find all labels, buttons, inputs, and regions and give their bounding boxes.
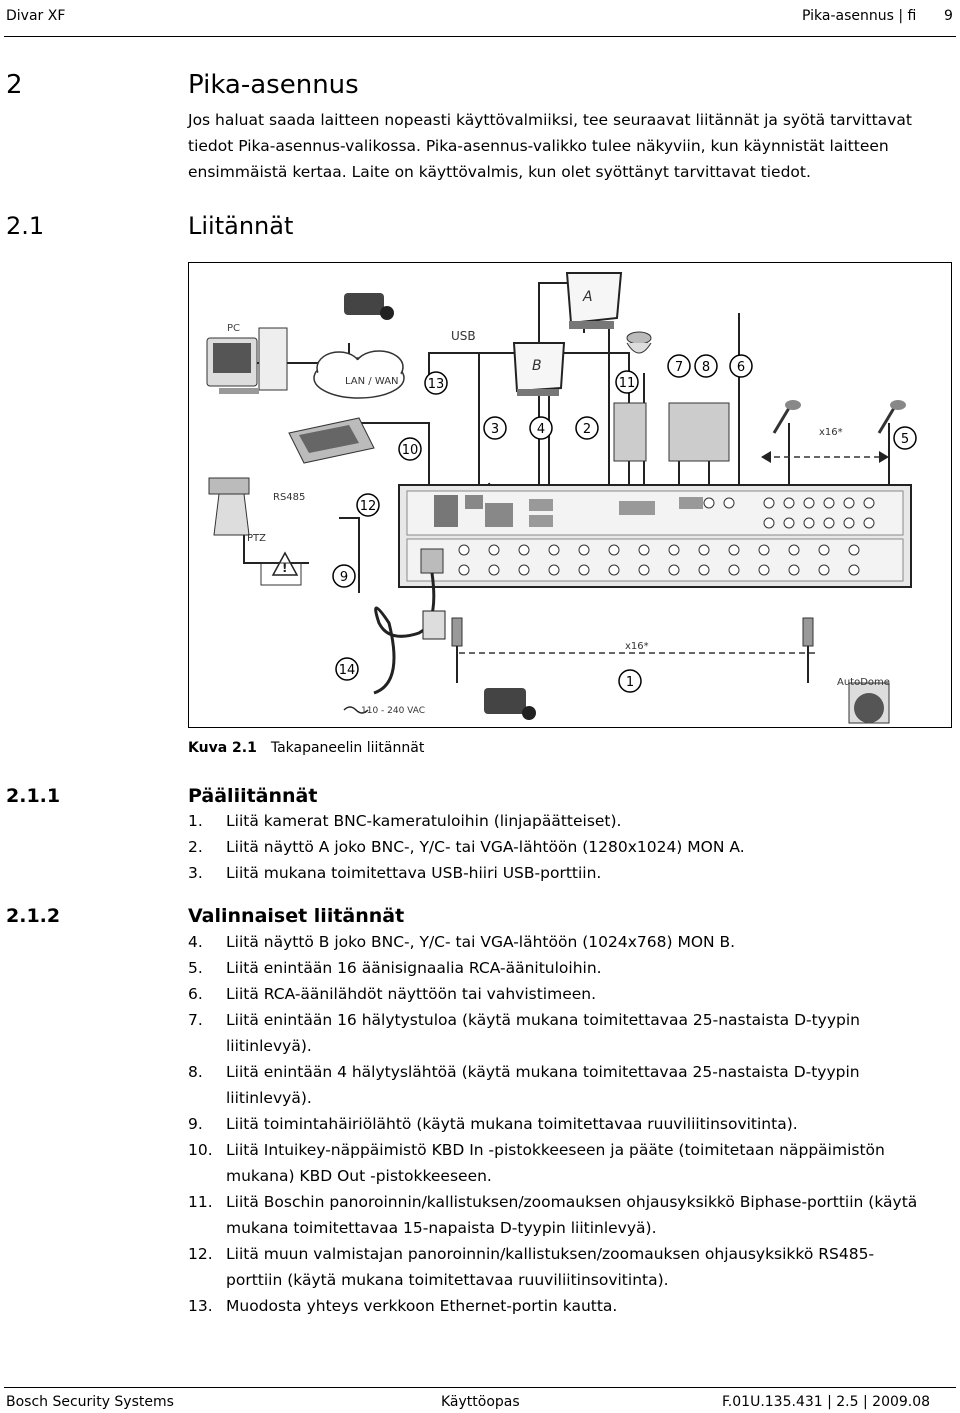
list-item: 11.Liitä Boschin panoroinnin/kallistukse… [188,1193,918,1237]
header-title: Divar XF [6,8,66,24]
page-number: 9 [944,8,953,24]
svg-text:11: 11 [619,376,636,391]
list-item: 4.Liitä näyttö B joko BNC-, Y/C- tai VGA… [188,933,736,951]
svg-text:9: 9 [340,570,348,585]
callout-12: 12 [356,493,380,517]
list-item: 7.Liitä enintään 16 hälytystuloa (käytä … [188,1011,860,1055]
callout-11: 11 [615,370,639,394]
callout-4: 4 [529,416,553,440]
section-number: 2 [6,70,23,100]
bnc-connector-icon-1 [451,617,463,647]
callout-6: 6 [729,354,753,378]
callout-10: 10 [398,437,422,461]
subsection-title: Liitännät [188,212,294,240]
monitor-b-label: B [532,358,542,374]
list-item: 9.Liitä toimintahäiriölähtö (käytä mukan… [188,1115,798,1133]
bnc-connector-icon-2 [802,617,814,647]
footer-document: Käyttöopas [441,1394,520,1410]
footer-rule [4,1387,956,1388]
list-item: 6.Liitä RCA-äänilähdöt näyttöön tai vahv… [188,985,597,1003]
usb-label: USB [451,329,476,343]
monitor-a-label: A [582,289,593,305]
list-item: 12.Liitä muun valmistajan panoroinnin/ka… [188,1245,875,1289]
section-intro: Jos haluat saada laitteen nopeasti käytt… [188,111,912,181]
optional-connections-number: 2.1.2 [6,905,61,927]
svg-text:!: ! [282,561,287,575]
pc-icon [206,327,288,394]
dvr-back-panel [398,484,912,588]
figure-caption-text: Takapaneelin liitännät [270,740,425,756]
callout-8: 8 [694,354,718,378]
section-title: Pika-asennus [188,70,359,100]
list-item: 8.Liitä enintään 4 hälytyslähtöä (käytä … [188,1063,860,1107]
svg-text:2: 2 [583,422,591,437]
diagram-svg: PC LAN / WAN USB A B [206,272,917,724]
keyboard-icon [288,417,375,464]
list-item: 5.Liitä enintään 16 äänisignaalia RCA-ää… [188,959,602,977]
connection-diagram: PC LAN / WAN USB A B [188,262,952,728]
biphase-terminal-icon [613,402,647,462]
svg-text:3: 3 [491,422,499,437]
optional-connections-list: 4.Liitä näyttö B joko BNC-, Y/C- tai VGA… [188,929,928,1319]
svg-text:5: 5 [901,432,909,447]
alarm-terminal-icon [668,402,730,462]
microphone-icon-2 [877,400,906,434]
power-cord-icon [373,572,446,695]
svg-text:13: 13 [428,377,445,392]
callout-1: 1 [618,669,642,693]
callout-9: 9 [332,564,356,588]
x16-top-label: x16* [819,427,843,438]
svg-text:14: 14 [339,663,356,678]
camera-bottom-icon [484,688,536,720]
ptz-label: PTZ [247,533,266,544]
main-connections-number: 2.1.1 [6,785,61,807]
svg-text:6: 6 [737,360,745,375]
callout-7: 7 [667,354,691,378]
svg-text:8: 8 [702,360,710,375]
autodome-label: AutoDome [837,677,890,688]
lan-label: LAN / WAN [345,376,399,387]
pc-label: PC [227,323,240,334]
camera-top-icon [344,293,394,320]
header-section: Pika-asennus | fi [802,8,917,24]
callout-13: 13 [424,371,448,395]
figure-caption-label: Kuva 2.1 [188,740,257,756]
header-rule [4,36,956,37]
list-item: 2.Liitä näyttö A joko BNC-, Y/C- tai VGA… [188,838,745,856]
x16-bottom-label: x16* [625,641,649,652]
lan-cloud-icon [313,350,405,399]
svg-text:12: 12 [360,499,377,514]
list-item: 13.Muodosta yhteys verkkoon Ethernet-por… [188,1297,618,1315]
warning-icon: ! [260,551,302,586]
rs485-label: RS485 [273,492,305,503]
dome-camera-icon [626,331,652,354]
svg-text:1: 1 [626,675,634,690]
autodome-icon [848,682,890,724]
main-connections-list: 1.Liitä kamerat BNC-kameratuloihin (linj… [188,808,928,886]
footer-doc-id: F.01U.135.431 | 2.5 | 2009.08 [722,1394,931,1410]
footer-company: Bosch Security Systems [6,1394,174,1410]
figure-caption: Kuva 2.1 Takapaneelin liitännät [188,740,424,756]
callout-3: 3 [483,416,507,440]
callout-2: 2 [575,416,599,440]
callout-5: 5 [893,426,917,450]
monitor-b-icon [512,342,566,396]
subsection-number: 2.1 [6,212,45,240]
voltage-label: 110 - 240 VAC [361,706,425,716]
list-item: 3.Liitä mukana toimitettava USB-hiiri US… [188,864,602,882]
callout-14: 14 [335,657,359,681]
list-item: 10.Liitä Intuikey-näppäimistö KBD In -pi… [188,1141,885,1185]
svg-text:7: 7 [675,360,683,375]
list-item: 1.Liitä kamerat BNC-kameratuloihin (linj… [188,812,622,830]
ac-wave-icon [343,706,369,714]
svg-text:10: 10 [402,443,419,458]
optional-connections-title: Valinnaiset liitännät [188,905,405,927]
main-connections-title: Pääliitännät [188,785,318,807]
ptz-camera-icon [208,477,250,536]
monitor-a-icon [565,272,623,329]
svg-text:4: 4 [537,422,545,437]
microphone-icon-1 [772,400,801,434]
